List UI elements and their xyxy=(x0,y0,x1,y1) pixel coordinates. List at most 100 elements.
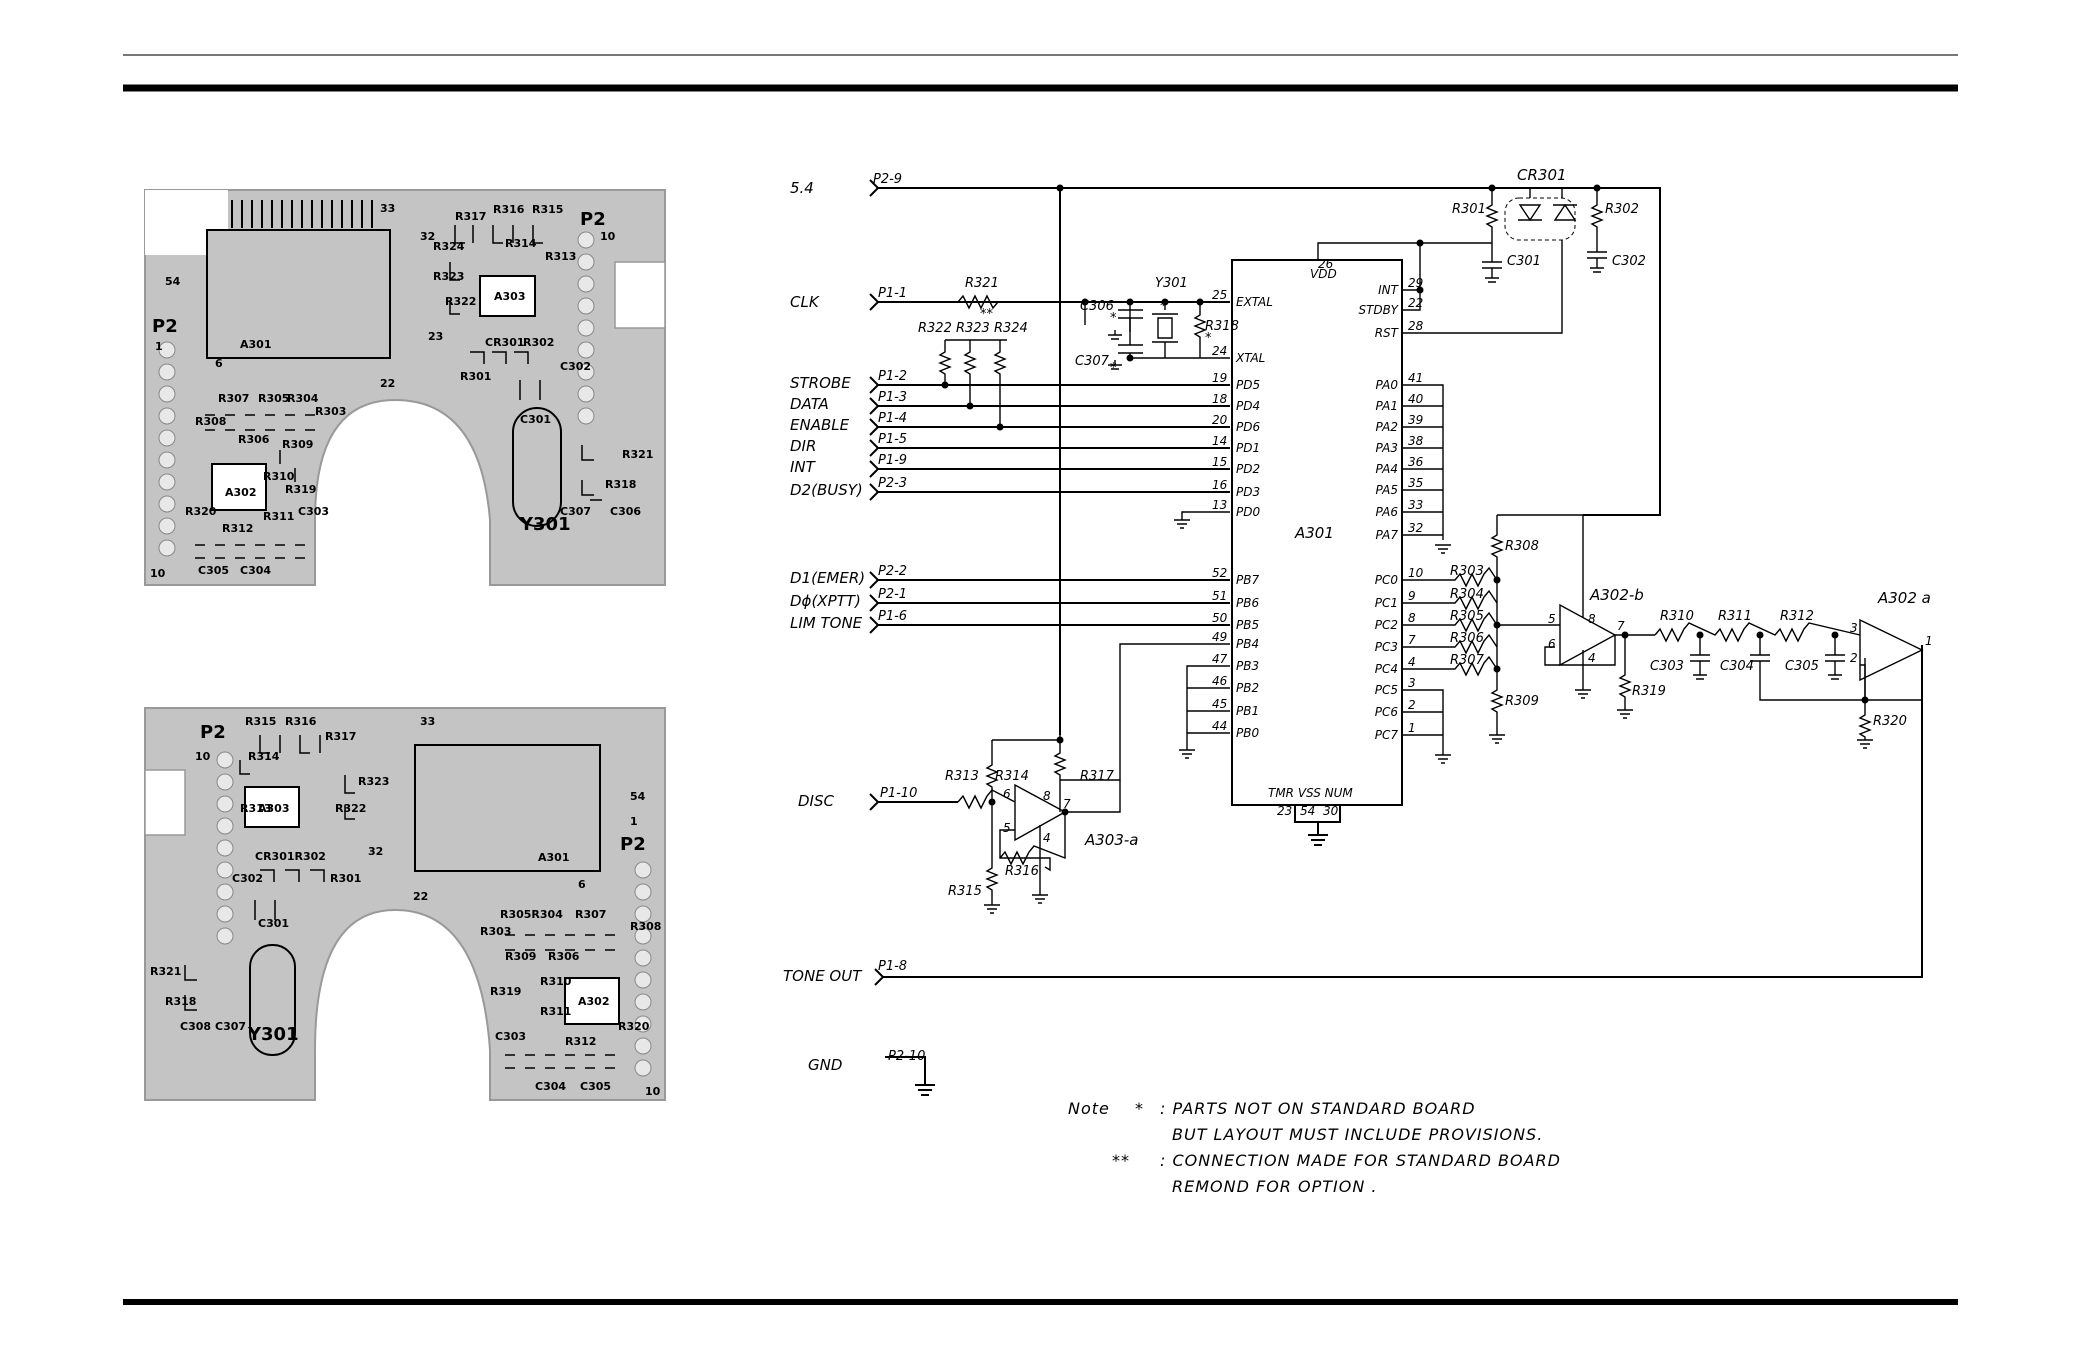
ic-right-pin-number: 7 xyxy=(1408,633,1416,647)
svg-text:C303: C303 xyxy=(495,1030,526,1043)
svg-text:R308: R308 xyxy=(630,920,661,933)
svg-text:Y301: Y301 xyxy=(519,514,571,535)
ic-right-pin-number: 36 xyxy=(1408,455,1424,469)
svg-text:R311: R311 xyxy=(1718,609,1752,624)
svg-text:D2(BUSY): D2(BUSY) xyxy=(790,481,863,499)
svg-text:C306: C306 xyxy=(610,505,641,518)
ic-right-pin-name: PC4 xyxy=(1375,662,1398,676)
ic-right-pin-name: PA4 xyxy=(1376,462,1398,476)
svg-text:C301: C301 xyxy=(1507,254,1541,269)
ic-right-pin-name: PC2 xyxy=(1375,618,1398,632)
svg-text:23: 23 xyxy=(1277,804,1292,818)
svg-text:33: 33 xyxy=(420,715,435,728)
ic-right-pin-name: PC0 xyxy=(1375,573,1399,587)
ic-right-pin-name: PC1 xyxy=(1375,596,1398,610)
ic-left-pin-number: 52 xyxy=(1212,566,1227,580)
svg-text:: PARTS NOT ON STANDARD B: : PARTS NOT ON STANDARD BOARD xyxy=(1160,1099,1476,1118)
svg-text:C304: C304 xyxy=(1720,659,1754,674)
ic-left-pin-number: 15 xyxy=(1212,455,1227,469)
svg-text:R316: R316 xyxy=(493,203,525,216)
svg-text:10: 10 xyxy=(645,1085,661,1098)
ic-right-pin-name: PA7 xyxy=(1376,528,1399,542)
svg-text:P1-4: P1-4 xyxy=(878,411,907,426)
svg-text:R307: R307 xyxy=(1450,653,1485,668)
svg-text:8: 8 xyxy=(1588,612,1596,626)
pcb-bottom-p2-label: P2 xyxy=(200,722,226,743)
svg-text:A302 a: A302 a xyxy=(1877,589,1931,607)
svg-text:*: * xyxy=(1135,1099,1144,1118)
ic-left-pin-name: PD1 xyxy=(1236,441,1260,455)
svg-text:R313: R313 xyxy=(240,802,271,815)
pcb-top-view: P2 P2 A301 A303 A302 Y301 R317 R316 R315… xyxy=(144,189,666,586)
svg-text:32: 32 xyxy=(420,230,435,243)
svg-text:C302: C302 xyxy=(232,872,263,885)
svg-text:R317: R317 xyxy=(455,210,486,223)
svg-text:1: 1 xyxy=(155,340,163,353)
ic-left-pin-name: PD5 xyxy=(1236,378,1260,392)
svg-text:Dϕ(XPTT): Dϕ(XPTT) xyxy=(790,592,861,610)
svg-text:C307: C307 xyxy=(215,1020,246,1033)
pcb-top-p2-left-label: P2 xyxy=(152,316,178,337)
svg-text:CR301: CR301 xyxy=(485,336,525,349)
svg-text:7: 7 xyxy=(1617,619,1625,633)
ic-right-pin-name: PA1 xyxy=(1376,399,1398,413)
svg-text:Y301: Y301 xyxy=(247,1024,299,1045)
svg-text:A302: A302 xyxy=(225,486,256,499)
svg-text:R306: R306 xyxy=(548,950,580,963)
svg-text:C305: C305 xyxy=(1785,659,1819,674)
ic-left-pin-name: EXTAL xyxy=(1236,295,1273,309)
svg-text:C301: C301 xyxy=(258,917,289,930)
ic-right-pin-number: 38 xyxy=(1408,434,1424,448)
svg-text:6: 6 xyxy=(1003,787,1011,801)
svg-text:**: ** xyxy=(980,307,994,322)
svg-text:10: 10 xyxy=(150,567,166,580)
svg-text:C304: C304 xyxy=(535,1080,566,1093)
ic-left-pin-number: 19 xyxy=(1212,371,1227,385)
schematic: A301 VDD 26 TMR VSS NUM 23 54 30 EXTAL25… xyxy=(783,166,1933,1196)
svg-text:R309: R309 xyxy=(1505,694,1539,709)
svg-text:R312: R312 xyxy=(1780,609,1814,624)
ic-right-pin-number: 4 xyxy=(1408,655,1416,669)
ic-left-pin-name: PD6 xyxy=(1236,420,1260,434)
svg-text:R313: R313 xyxy=(945,769,979,784)
svg-text:R303: R303 xyxy=(315,405,346,418)
svg-text:R303: R303 xyxy=(1450,564,1484,579)
ic-left-pin-number: 25 xyxy=(1212,288,1227,302)
pcb-bottom-view: P2 P2 R315 R316 R317 R314 R313 R322 R323… xyxy=(144,707,666,1101)
ic-right-pin-name: PC7 xyxy=(1375,728,1399,742)
svg-text:TMR VSS NUM: TMR VSS NUM xyxy=(1268,786,1353,800)
svg-text:P1-10: P1-10 xyxy=(880,786,917,801)
svg-text:R310: R310 xyxy=(1660,609,1694,624)
svg-text:R313: R313 xyxy=(545,250,576,263)
svg-text:R324: R324 xyxy=(433,240,465,253)
svg-text:R309: R309 xyxy=(505,950,536,963)
ic-left-pin-number: 16 xyxy=(1212,478,1228,492)
svg-text:P1-2: P1-2 xyxy=(878,369,907,384)
svg-text:P1-3: P1-3 xyxy=(878,390,907,405)
svg-text:C305: C305 xyxy=(580,1080,611,1093)
svg-text:R322: R322 xyxy=(445,295,476,308)
svg-text:C302: C302 xyxy=(1612,254,1646,269)
svg-text:DISC: DISC xyxy=(798,792,834,810)
ic-a301-body xyxy=(1231,259,1403,806)
ic-left-pin-name: PB7 xyxy=(1236,573,1259,587)
svg-text:R305: R305 xyxy=(1450,609,1484,624)
svg-text:C305: C305 xyxy=(198,564,229,577)
svg-text:P1-9: P1-9 xyxy=(878,453,907,468)
svg-text:54: 54 xyxy=(165,275,181,288)
svg-text:R305R304: R305R304 xyxy=(500,908,563,921)
svg-text:DIR: DIR xyxy=(790,437,816,455)
svg-text:P2-2: P2-2 xyxy=(878,564,907,579)
svg-text:C303: C303 xyxy=(1650,659,1684,674)
svg-text:R317: R317 xyxy=(1080,769,1115,784)
ic-right-pin-number: 28 xyxy=(1408,319,1424,333)
svg-text:P2-1: P2-1 xyxy=(878,587,907,602)
svg-text:R311: R311 xyxy=(540,1005,571,1018)
svg-text:R315: R315 xyxy=(245,715,276,728)
svg-text:R306: R306 xyxy=(238,433,270,446)
svg-text:54: 54 xyxy=(1300,804,1315,818)
ic-right-pin-name: PA6 xyxy=(1376,505,1399,519)
ic-a301-label: A301 xyxy=(1294,524,1334,542)
svg-text:R310: R310 xyxy=(263,470,295,483)
